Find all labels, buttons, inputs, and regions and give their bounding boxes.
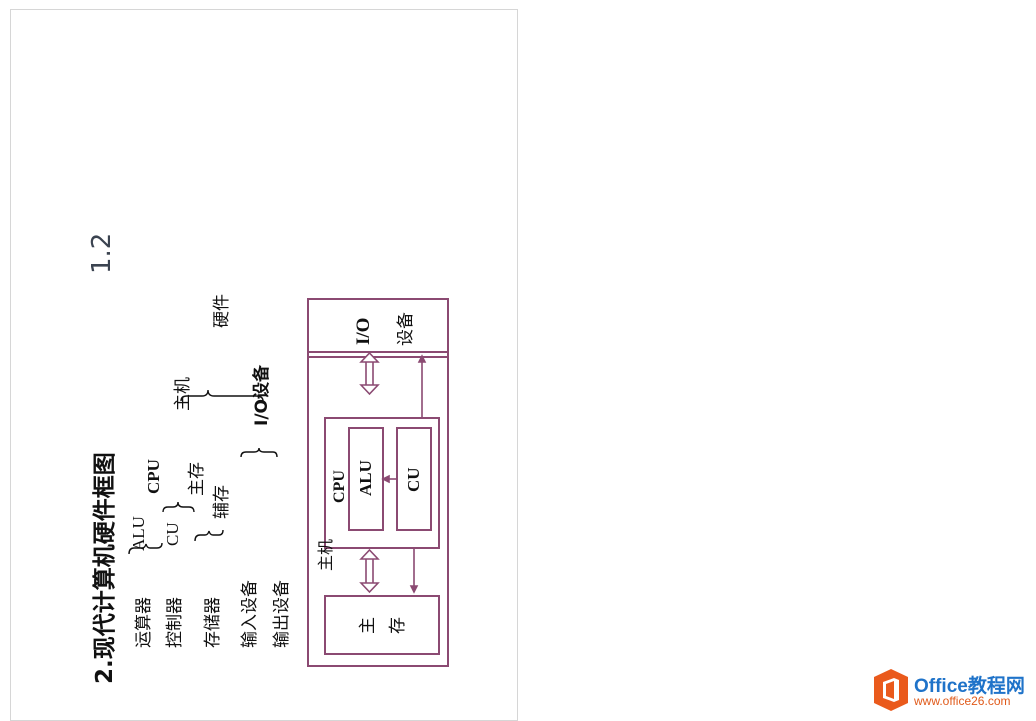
diagram-alu: ALU (356, 460, 375, 496)
logo-sub-text: www.office26.com (914, 694, 1011, 708)
cpu-box (324, 417, 440, 549)
diagram-cu: CU (404, 467, 423, 492)
diagram-host-label: 主机 (316, 538, 335, 571)
arrow-host-io-double (365, 359, 374, 388)
arrow-mem-cpu-double (365, 556, 374, 586)
diagram-arrows (359, 351, 427, 594)
host-box (307, 351, 449, 667)
office26-logo: Office教程网 www.office26.com (872, 668, 1032, 714)
diagram-main-mem-1: 主 (358, 617, 378, 634)
logo-main-text: Office教程网 (914, 676, 1025, 697)
tree-braces (128, 389, 278, 555)
diagram-io-1: I/O (353, 317, 374, 345)
slide: 2.现代计算机硬件框图 1.2 运算器 ALU 控制器 CU CPU 主存 存储… (10, 9, 518, 721)
rotated-content: 2.现代计算机硬件框图 1.2 运算器 ALU 控制器 CU CPU 主存 存储… (11, 8, 517, 716)
brace-io (240, 447, 278, 458)
brace-storage (194, 529, 224, 542)
diagram-boxes (307, 298, 449, 667)
office-logo-icon (874, 669, 908, 711)
diagram-cpu: CPU (331, 470, 348, 503)
io-box (307, 298, 449, 358)
brace-host (162, 501, 195, 513)
diagram-main-mem-2: 存 (388, 617, 408, 634)
diagram-io-2: 设备 (396, 312, 416, 346)
brace-hardware (180, 389, 264, 402)
main-memory-box (324, 595, 440, 655)
block-diagram (128, 298, 449, 667)
brace-cpu (128, 542, 163, 555)
